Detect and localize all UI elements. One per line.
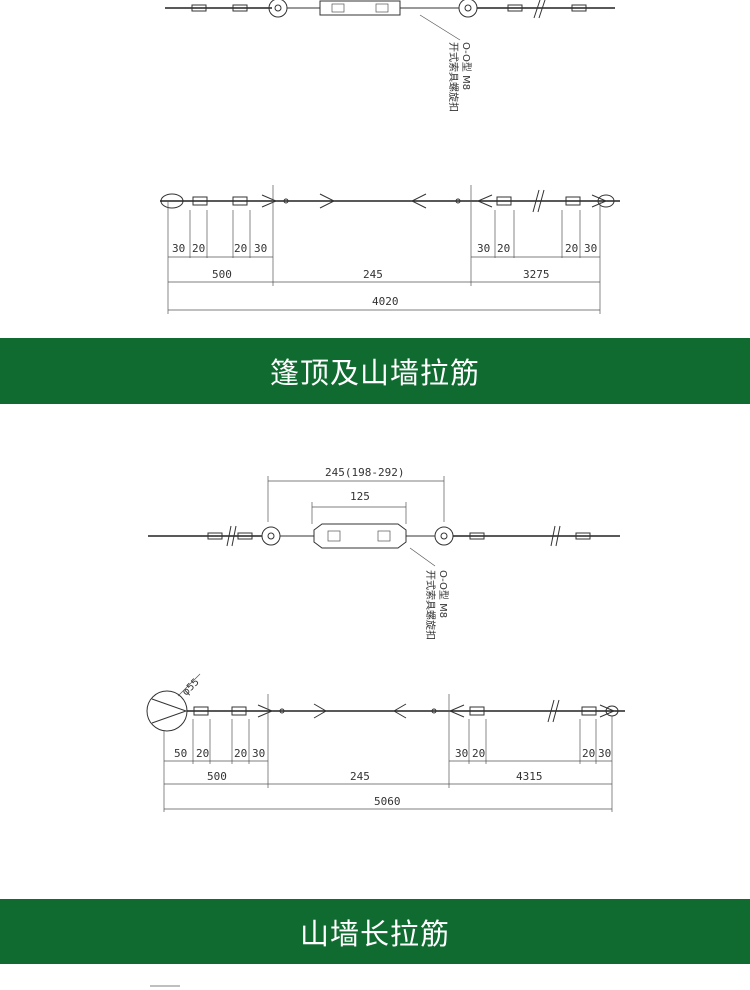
dimension-lines (168, 256, 600, 311)
turnbuckle-note-line2: 开式索具螺旋扣 (424, 570, 437, 640)
dim-seg-245: 245 (350, 770, 370, 783)
dim-body-125: 125 (350, 490, 370, 503)
dim-span-245-range: 245(198-292) (325, 466, 404, 479)
dim-total-4020: 4020 (372, 295, 399, 308)
turnbuckle-note-line2: 开式索具螺旋扣 (447, 42, 460, 112)
section-banner-gable-long: 山墙长拉筋 (0, 899, 750, 964)
section-title: 山墙长拉筋 (299, 916, 450, 951)
dim-20-d: 20 (565, 242, 578, 255)
dim-20-d: 20 (582, 747, 595, 760)
dim-seg-3275: 3275 (523, 268, 550, 281)
turnbuckle-note-line1: O-O型 M8 (460, 42, 473, 90)
eye-diameter-label: φ55 (180, 677, 201, 698)
dim-30-c: 30 (477, 242, 490, 255)
dim-20-c: 20 (497, 242, 510, 255)
cable-assembly (160, 189, 620, 213)
section-title: 篷顶及山墙拉筋 (269, 356, 480, 390)
dim-30-d: 30 (584, 242, 597, 255)
dim-50: 50 (174, 747, 187, 760)
dim-20-b: 20 (234, 242, 247, 255)
dim-seg-500: 500 (212, 268, 232, 281)
turnbuckle-assembly (148, 476, 620, 567)
extension-lines (167, 185, 601, 314)
dim-30-b: 30 (252, 747, 265, 760)
diagram-roof-gable-brace: O-O型 M8 开式索具螺旋扣 (0, 0, 750, 338)
dimension-lines (164, 760, 612, 810)
diagram-gable-long-brace-drawing: 245(198-292) 125 O-O型 M8 开式索具螺旋扣 (146, 466, 625, 812)
dim-20-a: 20 (196, 747, 209, 760)
turnbuckle-note-line1: O-O型 M8 (437, 570, 450, 618)
section-banner-roof-gable: 篷顶及山墙拉筋 (0, 338, 750, 404)
diagram-continuation-drawing (150, 985, 180, 987)
diagram-roof-gable-brace-drawing: O-O型 M8 开式索具螺旋扣 (160, 0, 620, 314)
dim-30-a: 30 (172, 242, 185, 255)
dim-seg-4315: 4315 (516, 770, 543, 783)
dim-30-b: 30 (254, 242, 267, 255)
dim-20-c: 20 (472, 747, 485, 760)
diagram-gable-long-brace: 245(198-292) 125 O-O型 M8 开式索具螺旋扣 (0, 404, 750, 899)
cable-assembly-long (146, 673, 625, 732)
dim-20-b: 20 (234, 747, 247, 760)
turnbuckle-assembly-top (165, 0, 615, 41)
dim-30-c: 30 (455, 747, 468, 760)
dim-seg-500: 500 (207, 770, 227, 783)
dim-total-5060: 5060 (374, 795, 401, 808)
dim-30-d: 30 (598, 747, 611, 760)
diagram-continuation (0, 964, 750, 990)
extension-lines (163, 694, 613, 812)
dim-seg-245: 245 (363, 268, 383, 281)
dim-20-a: 20 (192, 242, 205, 255)
